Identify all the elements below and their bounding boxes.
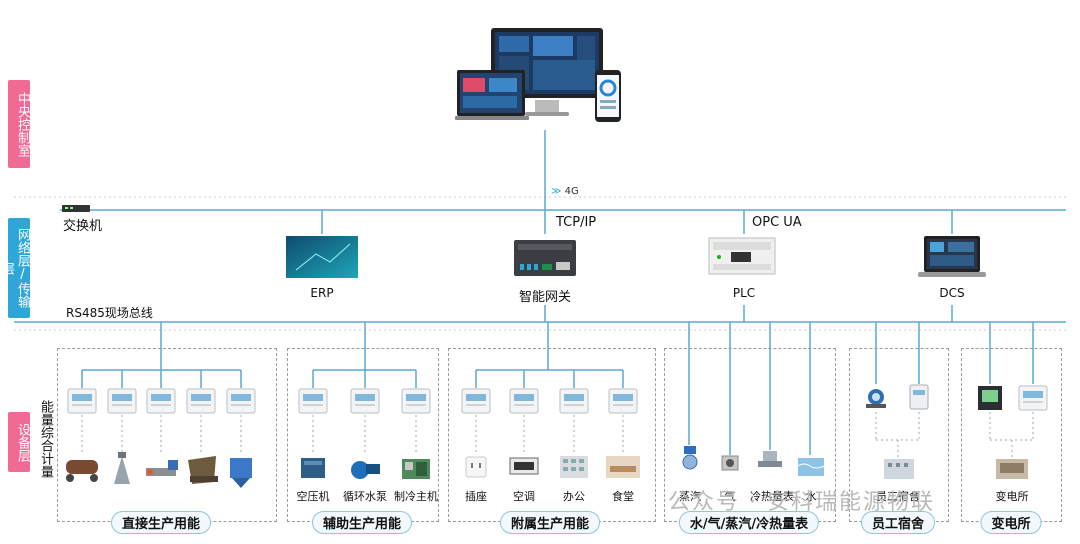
monitoring-screens-icon	[455, 28, 621, 122]
socket-icon	[465, 456, 487, 478]
machine-icon	[114, 452, 130, 484]
device-label-steam: 蒸汽	[679, 490, 701, 503]
machine-icon	[66, 460, 98, 482]
group-label-direct: 直接生产用能	[110, 511, 212, 534]
canteen-icon	[606, 456, 640, 478]
group-label-dorm: 员工宿舍	[860, 511, 936, 534]
device-label-socket: 插座	[465, 490, 487, 503]
node-label-dcs: DCS	[939, 286, 965, 300]
group-label-utility: 水/气/蒸汽/冷热量表	[678, 511, 820, 534]
substation-icon	[996, 459, 1028, 479]
device-label-ac: 空调	[513, 490, 535, 503]
watermark: 公众号 · 安科瑞能源物联	[668, 490, 935, 515]
device-label-gas: 气	[724, 490, 736, 503]
air-compressor-icon	[301, 458, 325, 478]
switch-icon	[62, 205, 90, 212]
device-label-office: 办公	[563, 490, 585, 503]
water-icon	[797, 458, 825, 476]
metering-label: 能量综合计量	[38, 400, 53, 478]
group-label-substation: 变电所	[980, 511, 1042, 534]
wireless-icon: ≫	[551, 186, 562, 197]
water-pump-icon	[351, 461, 380, 479]
machine-icon	[146, 460, 178, 476]
switch-label: 交换机	[63, 219, 103, 234]
device-label-heat: 冷热量表	[750, 490, 794, 503]
air-conditioner-icon	[509, 457, 539, 475]
node-label-gateway: 智能网关	[518, 290, 572, 305]
device-label-chiller: 制冷主机	[394, 490, 438, 503]
chiller-icon	[402, 459, 430, 479]
steam-flow-meter-icon	[682, 446, 698, 470]
group-label-aux: 辅助生产用能	[311, 511, 413, 534]
machine-icon	[188, 456, 218, 484]
device-label-air-compressor: 空压机	[296, 490, 330, 503]
device-label-water-pump: 循环水泵	[343, 490, 387, 503]
gas-meter-icon	[721, 455, 739, 471]
water-meter-icon	[866, 389, 886, 408]
plc-icon	[708, 237, 776, 275]
4g-signal: ≫ 4G	[551, 186, 579, 197]
heat-meter-icon	[758, 451, 782, 467]
dorm-rail-meter-icon	[909, 384, 929, 410]
node-label-plc: PLC	[732, 286, 756, 300]
device-label-water: 水	[805, 490, 817, 503]
smart-gateway-icon	[514, 240, 576, 276]
device-label-dorm: 员工宿舍	[876, 490, 920, 503]
erp-icon	[286, 236, 358, 278]
tcpip-label: TCP/IP	[556, 215, 597, 230]
device-label-canteen: 食堂	[612, 490, 634, 503]
layer-tag-central: 中央控制室	[8, 80, 30, 168]
machine-icon	[230, 458, 252, 488]
group-label-attached: 附属生产用能	[499, 511, 601, 534]
layer-tag-network: 网络层/传输层	[0, 218, 30, 318]
panel-meter-icon	[978, 386, 1002, 410]
device-label-substation: 变电所	[995, 490, 1029, 503]
dormitory-building-icon	[884, 459, 914, 479]
bus-label: RS485现场总线	[66, 306, 153, 320]
node-label-erp: ERP	[310, 286, 334, 300]
opcua-label: OPC UA	[752, 215, 802, 230]
office-building-icon	[560, 456, 588, 478]
signal-label: 4G	[564, 186, 579, 197]
dcs-laptop-icon	[918, 236, 986, 277]
layer-tag-device: 设备层	[8, 412, 30, 472]
